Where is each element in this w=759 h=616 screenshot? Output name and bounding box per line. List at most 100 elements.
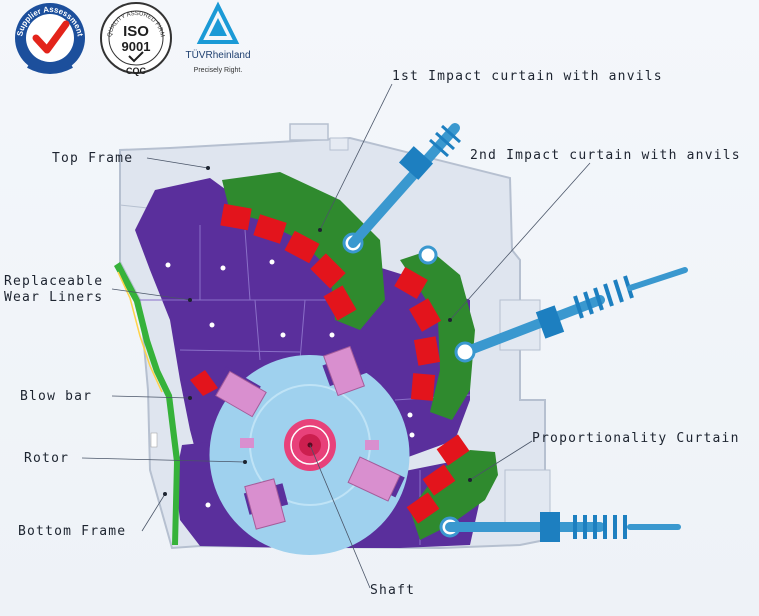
leader-impact-curtain-1 bbox=[319, 83, 393, 231]
adjustment-rod-3 bbox=[445, 512, 681, 542]
leader-top-frame bbox=[146, 157, 209, 169]
leader-dot bbox=[188, 298, 192, 302]
leader-lines bbox=[81, 83, 591, 589]
proportionality-plate bbox=[410, 450, 498, 540]
blow-bar bbox=[244, 478, 286, 530]
liner-seam bbox=[179, 349, 301, 353]
leader-proportionality bbox=[469, 440, 533, 481]
side-strip bbox=[114, 262, 180, 545]
liner-bolt bbox=[329, 332, 335, 338]
label-proportionality-curtain: Proportionality Curtain bbox=[532, 431, 740, 446]
tuv-triangle-icon bbox=[196, 1, 240, 44]
leader-dot bbox=[448, 318, 452, 322]
impact-curtain-2 bbox=[394, 245, 475, 420]
anvil bbox=[410, 373, 436, 401]
anvil bbox=[422, 464, 456, 496]
rod-2-collar bbox=[535, 305, 565, 339]
liner-bolt bbox=[220, 265, 226, 271]
label-blow-bar: Blow bar bbox=[20, 389, 92, 404]
leader-wear-liners bbox=[111, 288, 191, 301]
leader-dot bbox=[188, 396, 192, 400]
supplier-badge-ribbon bbox=[27, 64, 73, 74]
label-rotor: Rotor bbox=[24, 451, 69, 466]
tuv-triangle-inner-icon bbox=[209, 18, 227, 36]
leader-dot bbox=[163, 492, 167, 496]
iso-badge-main: ISO bbox=[123, 23, 149, 40]
frame-top-housing bbox=[289, 123, 329, 141]
curtain-1-anvils bbox=[220, 203, 357, 321]
leader-impact-curtain-2 bbox=[449, 162, 591, 321]
rod-2-pivot bbox=[454, 341, 476, 363]
label-impact-curtain-1: 1st Impact curtain with anvils bbox=[392, 69, 663, 84]
liner-seam bbox=[254, 299, 261, 361]
blow-bar bbox=[347, 456, 401, 502]
rotor-hub-ring bbox=[290, 425, 330, 465]
leader-dot bbox=[468, 478, 472, 482]
liner-bolt bbox=[280, 332, 286, 338]
frame-top-block bbox=[329, 137, 349, 151]
rotor-assembly bbox=[209, 345, 410, 555]
anvil bbox=[413, 336, 441, 366]
proportionality-anvils bbox=[406, 434, 470, 524]
label-top-frame: Top Frame bbox=[52, 151, 133, 166]
supplier-assessment-badge: Supplier Assessment bbox=[15, 3, 85, 74]
blow-bar bbox=[215, 370, 267, 418]
rod-2-tail bbox=[627, 267, 688, 291]
anvil bbox=[253, 214, 287, 244]
anvil bbox=[394, 266, 428, 300]
frame-lug bbox=[150, 432, 158, 448]
iso9001-badge: QUALITY ASSURED FIRM ISO 9001 CQC bbox=[100, 2, 172, 76]
liner-bolt bbox=[209, 322, 215, 328]
rod-1-collar bbox=[398, 146, 434, 180]
blow-bar-clip bbox=[240, 438, 254, 448]
tuv-rheinland-badge: TÜVRheinland Precisely Right. bbox=[185, 1, 251, 74]
label-replaceable-line1: Replaceable bbox=[4, 274, 103, 289]
label-bottom-frame: Bottom Frame bbox=[18, 524, 126, 539]
leader-dots bbox=[163, 166, 472, 496]
leader-shaft bbox=[309, 444, 371, 589]
anvil bbox=[220, 203, 252, 231]
leader-dot bbox=[243, 460, 247, 464]
label-wear-liners-line2: Wear Liners bbox=[4, 290, 103, 305]
leader-dot bbox=[318, 228, 322, 232]
liner-bolt bbox=[407, 412, 413, 418]
label-impact-curtain-2: 2nd Impact curtain with anvils bbox=[470, 148, 741, 163]
label-shaft: Shaft bbox=[370, 583, 415, 598]
leader-bottom-frame bbox=[141, 493, 166, 532]
anvil bbox=[310, 253, 346, 289]
anvil bbox=[323, 285, 357, 321]
leader-dot bbox=[206, 166, 210, 170]
anvil bbox=[284, 230, 320, 264]
iso-badge-outer-ring bbox=[100, 2, 172, 74]
adjustment-rod-1 bbox=[348, 123, 461, 248]
liner-bolt bbox=[205, 502, 211, 508]
anvil bbox=[436, 434, 470, 466]
anvil bbox=[408, 298, 442, 332]
anvil bbox=[406, 492, 440, 524]
side-strip-highlight bbox=[117, 271, 163, 393]
leader-blow-bar bbox=[111, 395, 191, 399]
iso-badge-sub: CQC bbox=[126, 66, 147, 76]
blow-bar bbox=[323, 345, 365, 397]
liner-bolt bbox=[269, 259, 275, 265]
rod-3-collar bbox=[540, 512, 560, 542]
iso-check-icon bbox=[128, 51, 144, 63]
leader-rotor bbox=[81, 457, 246, 463]
iso-badge-number: 9001 bbox=[122, 39, 151, 54]
liner-bolt bbox=[409, 432, 415, 438]
blow-bar-clip bbox=[365, 440, 379, 450]
curtain-2-plate bbox=[400, 250, 475, 420]
curtain-2-anvils bbox=[394, 266, 442, 401]
liner-bolt bbox=[165, 262, 171, 268]
tuv-name: TÜVRheinland bbox=[185, 49, 250, 61]
green-side-strip bbox=[114, 262, 180, 545]
liner-seam bbox=[244, 229, 251, 301]
blow-bar-anvil bbox=[190, 370, 218, 396]
curtain-2-pivot bbox=[418, 245, 438, 265]
rod-1-spring-icon bbox=[429, 124, 461, 158]
tuv-slogan: Precisely Right. bbox=[194, 67, 243, 74]
liner-seam bbox=[299, 299, 306, 361]
rod-3-spring-icon bbox=[573, 515, 627, 539]
checkmark-icon bbox=[32, 20, 70, 54]
